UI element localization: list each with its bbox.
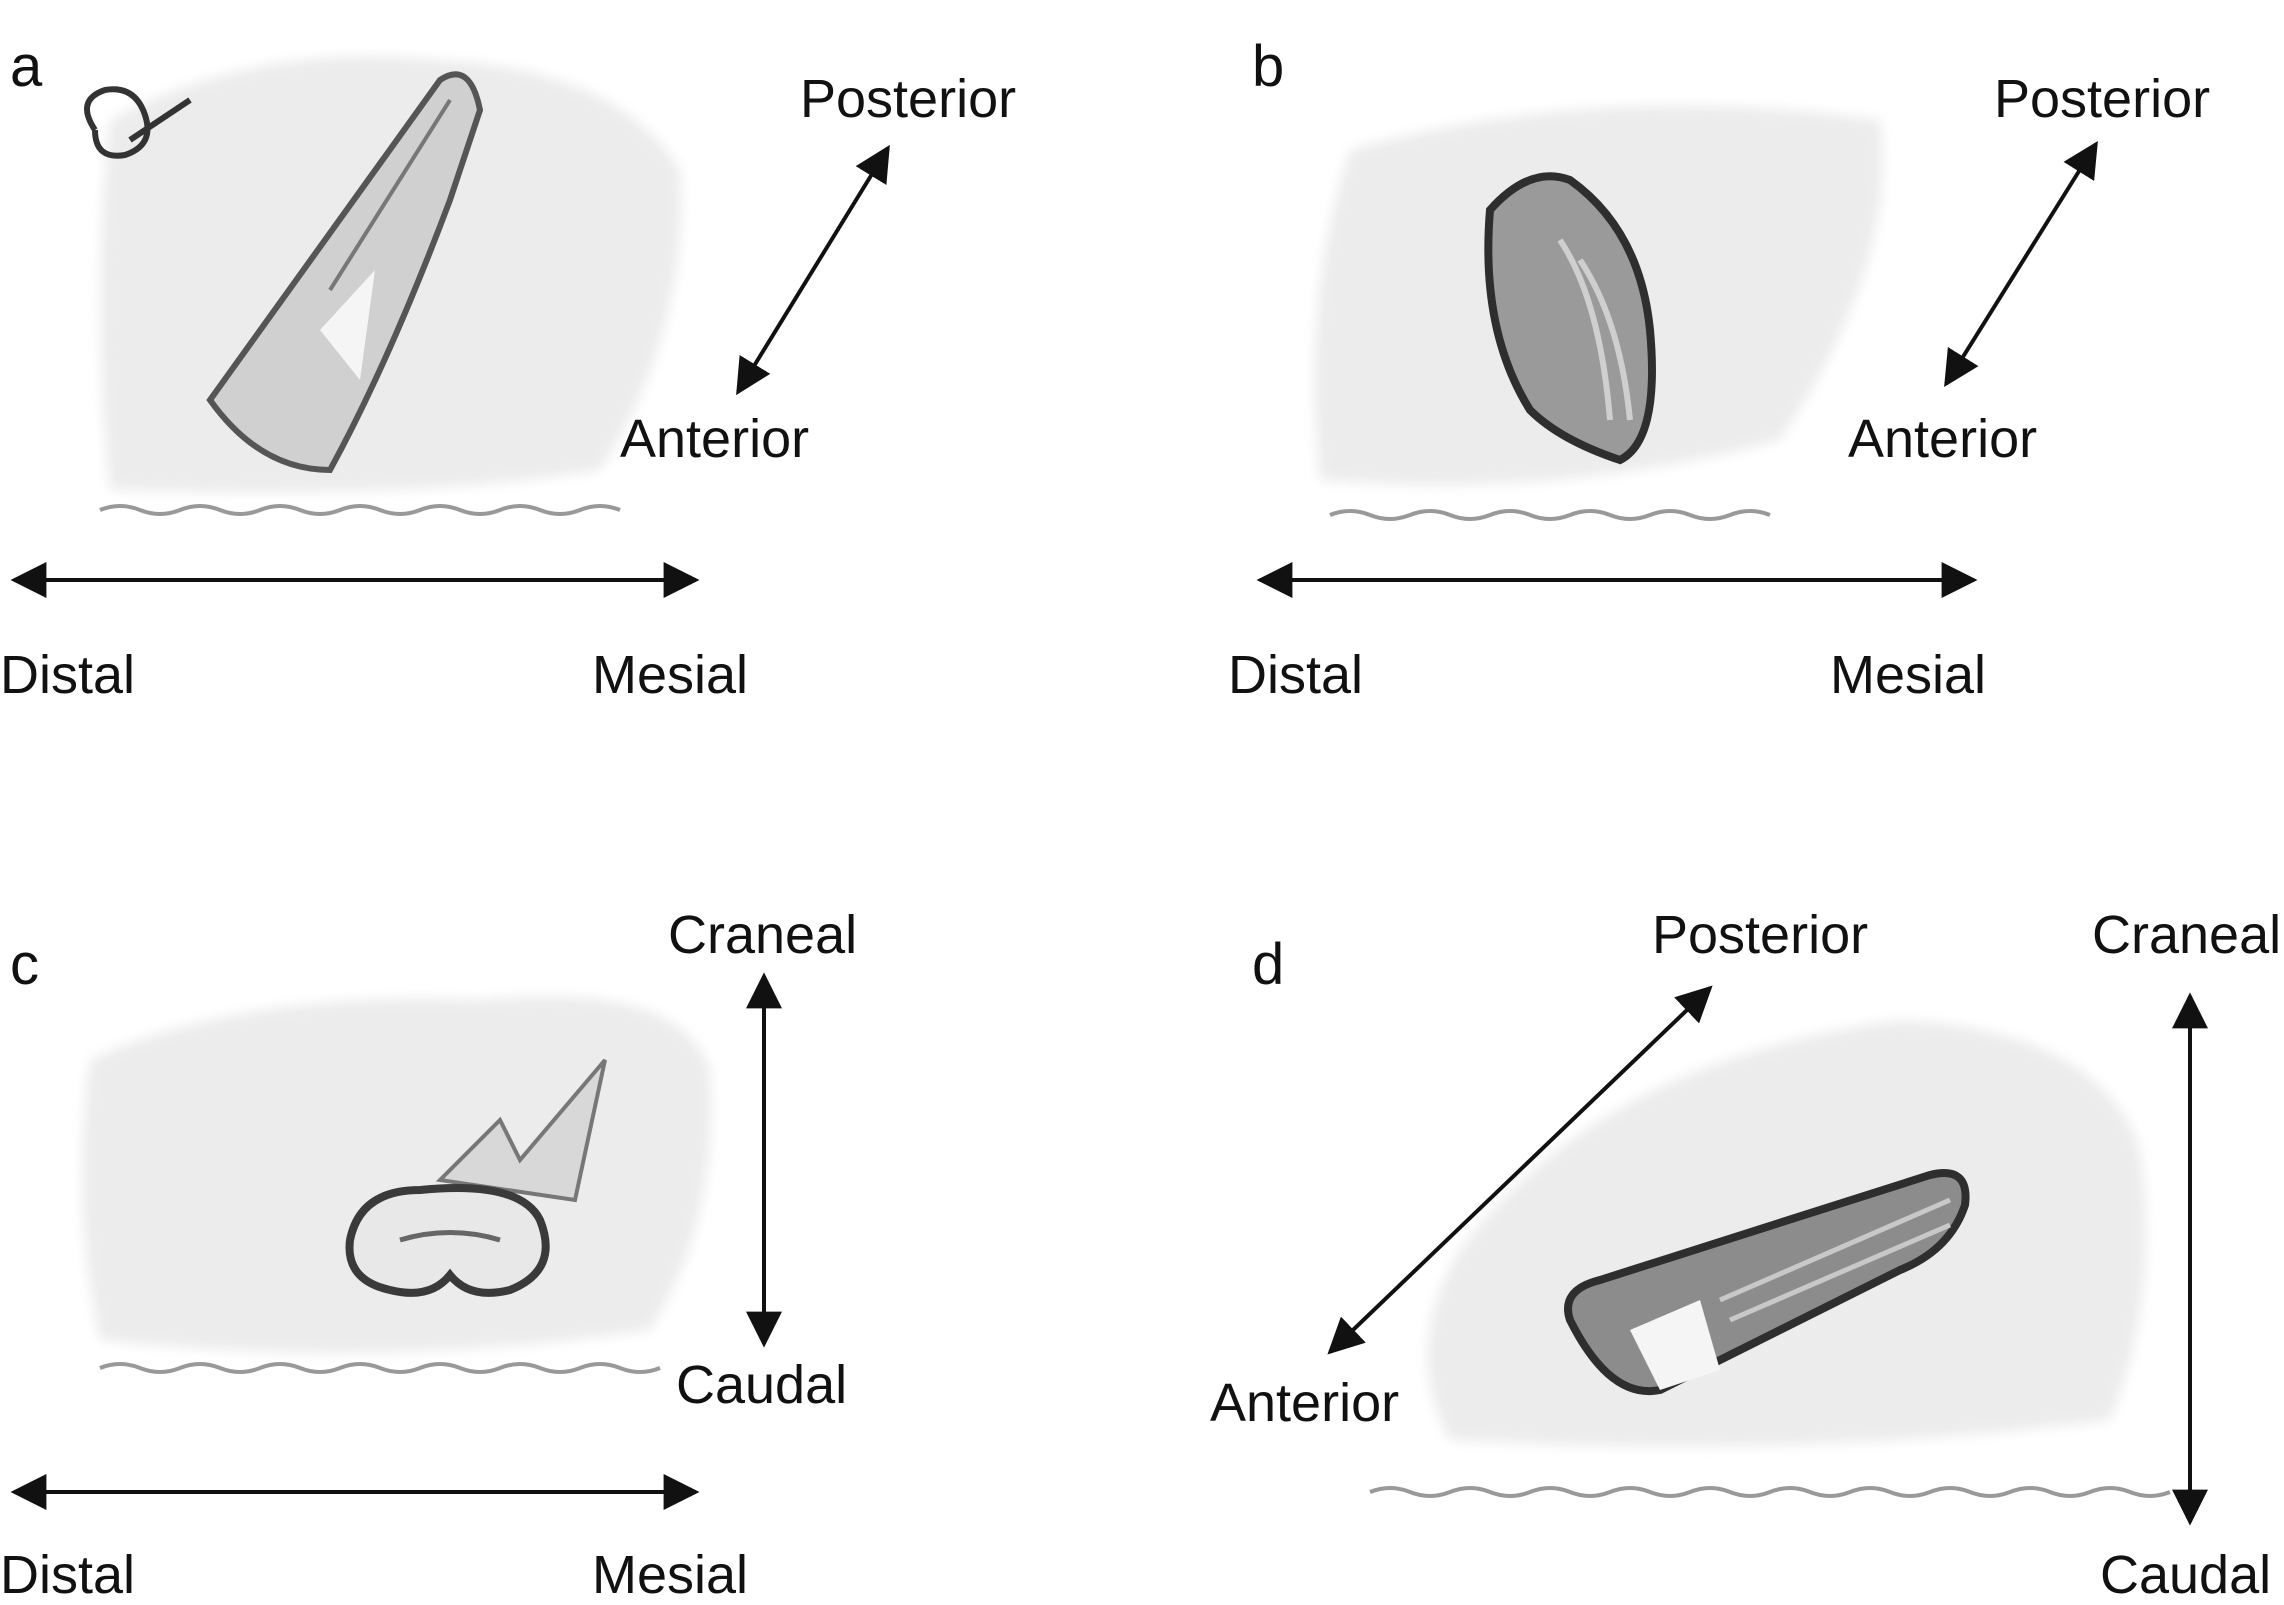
panel-b-sketch — [1314, 105, 1883, 521]
panel-c-bone-shading — [82, 996, 712, 1353]
panel-b-mesial-label: Mesial — [1830, 645, 1987, 705]
panel-d-caudal-label: Caudal — [2100, 1545, 2272, 1605]
panel-c-tooth-crown — [345, 1184, 550, 1297]
panel-b-anterior-label: Anterior — [1848, 409, 2038, 469]
panel-d-posterior-anterior-arrow — [1327, 985, 1713, 1355]
panel-a-gumline — [99, 504, 621, 516]
panel-b-posterior-anterior-arrow — [1944, 140, 2098, 388]
panel-c-distal-label: Distal — [0, 1545, 136, 1605]
panel-c-craneal-label: Craneal — [668, 905, 858, 965]
panel-a-posterior-anterior-arrow — [736, 144, 890, 396]
panel-a-signature — [84, 86, 192, 159]
panel-a-root-canal — [328, 98, 452, 292]
panel-d-posterior-label: Posterior — [1652, 905, 1869, 965]
panel-a-tooth-crown — [320, 270, 375, 380]
panel-d-sketch — [1369, 1020, 2171, 1498]
panel-d-craneal-label: Craneal — [2092, 905, 2282, 965]
panel-b-gumline — [1329, 509, 1771, 521]
panel-a-mesial-label: Mesial — [592, 645, 749, 705]
panel-c-sketch — [82, 996, 712, 1374]
panel-b-tooth — [1484, 172, 1656, 465]
panel-c-caudal-label: Caudal — [676, 1355, 848, 1415]
panel-a-tooth — [206, 71, 484, 474]
panel-a-posterior-label: Posterior — [800, 69, 1017, 129]
panel-c-occlusal-groove — [399, 1230, 501, 1243]
panel-d-anterior-label: Anterior — [1210, 1373, 1400, 1433]
panel-b-posterior-label: Posterior — [1994, 69, 2211, 129]
panel-b-distal-label: Distal — [1228, 645, 1364, 705]
panel-c-roots — [435, 1058, 607, 1203]
panel-d-root-lines — [1719, 1197, 1951, 1323]
panel-a-anterior-label: Anterior — [620, 409, 810, 469]
panel-c-mesial-label: Mesial — [592, 1545, 749, 1605]
panel-d-letter: d — [1252, 932, 1285, 997]
panel-b-letter: b — [1252, 34, 1285, 99]
panel-a-distal-label: Distal — [0, 645, 136, 705]
panel-c-letter: c — [10, 932, 39, 997]
panel-a-letter: a — [10, 34, 43, 99]
panel-b-root-lines — [1557, 238, 1633, 421]
panel-c-gumline — [99, 1362, 661, 1374]
panel-a-sketch — [84, 56, 681, 516]
panel-d-gumline — [1369, 1486, 2171, 1498]
